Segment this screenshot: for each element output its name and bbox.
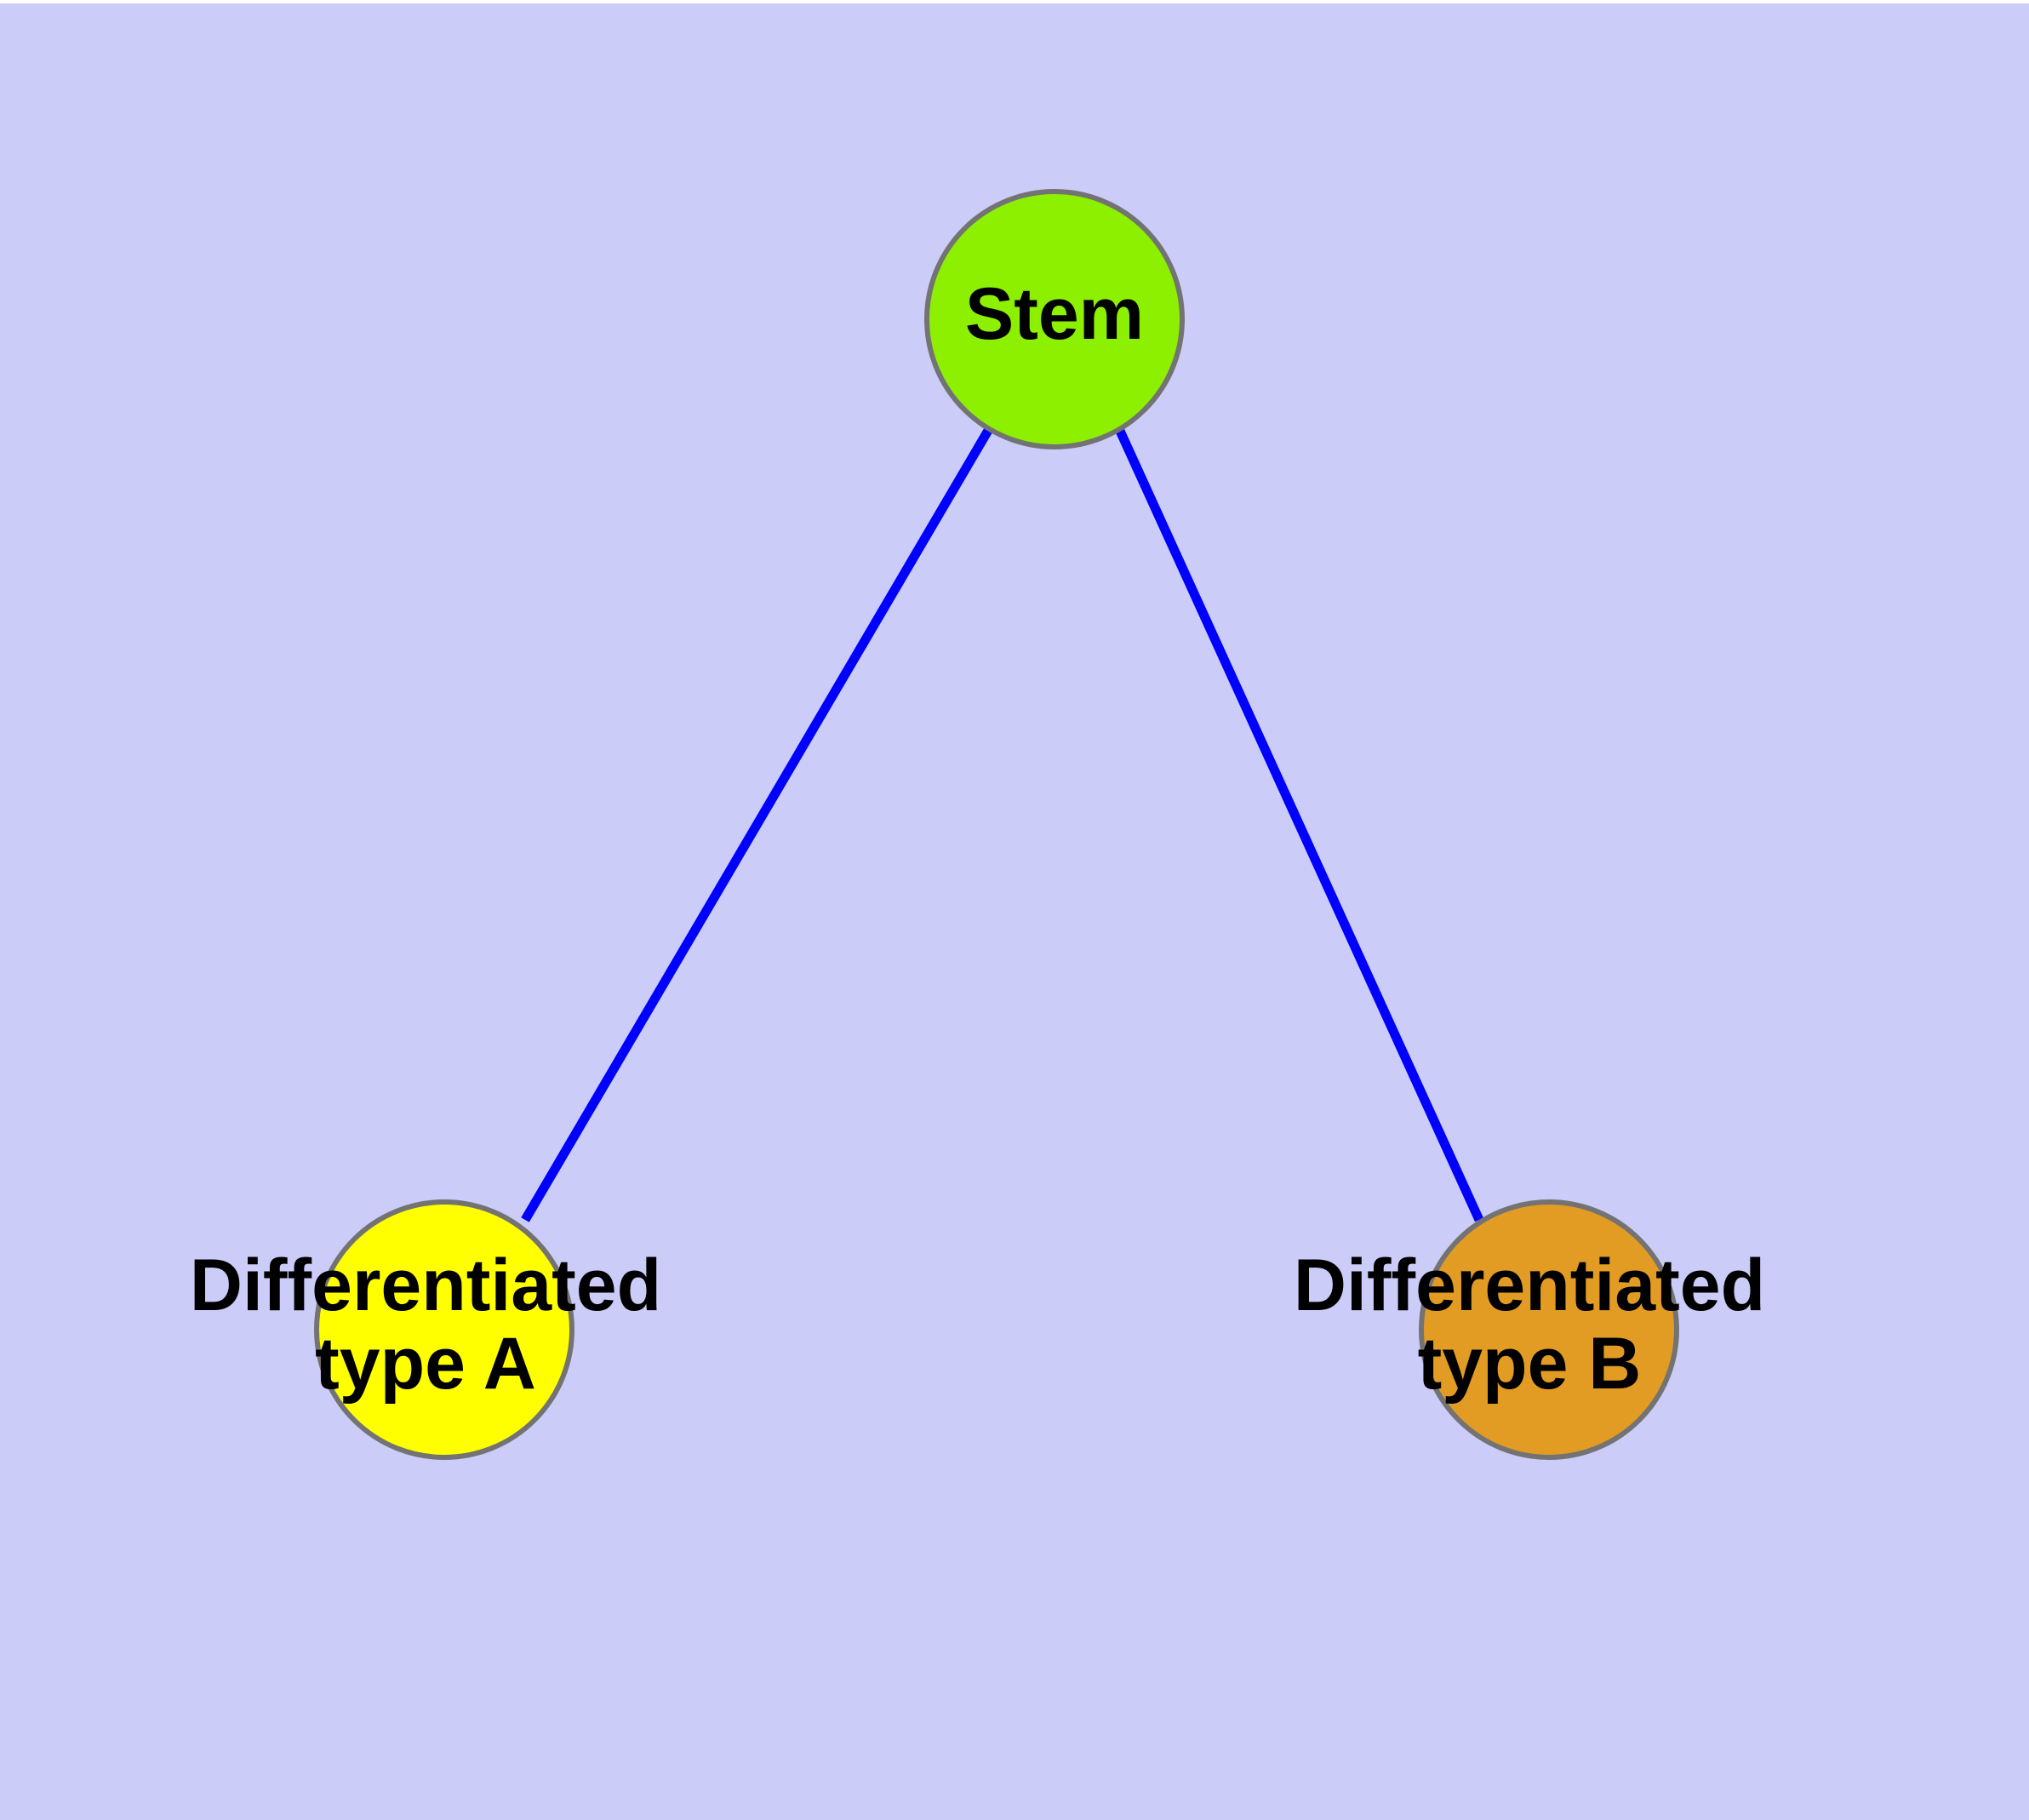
graph-node-label-stem: Stem (965, 273, 1144, 355)
graph-node-diff_a[interactable] (314, 1199, 574, 1460)
nodes-layer (314, 189, 1679, 1460)
label-line: Differentiated (190, 1245, 661, 1326)
label-line: Differentiated (1294, 1245, 1765, 1326)
label-line: type B (1418, 1323, 1642, 1405)
edges-layer (521, 426, 1484, 1222)
graph-edge-stem-diff_b (1114, 426, 1484, 1222)
label-line: Stem (965, 273, 1144, 355)
label-line: type A (315, 1323, 536, 1405)
graph-node-stem[interactable] (924, 189, 1185, 449)
graph-node-diff_b[interactable] (1419, 1199, 1679, 1460)
graph-edge-stem-diff_a (521, 426, 993, 1222)
